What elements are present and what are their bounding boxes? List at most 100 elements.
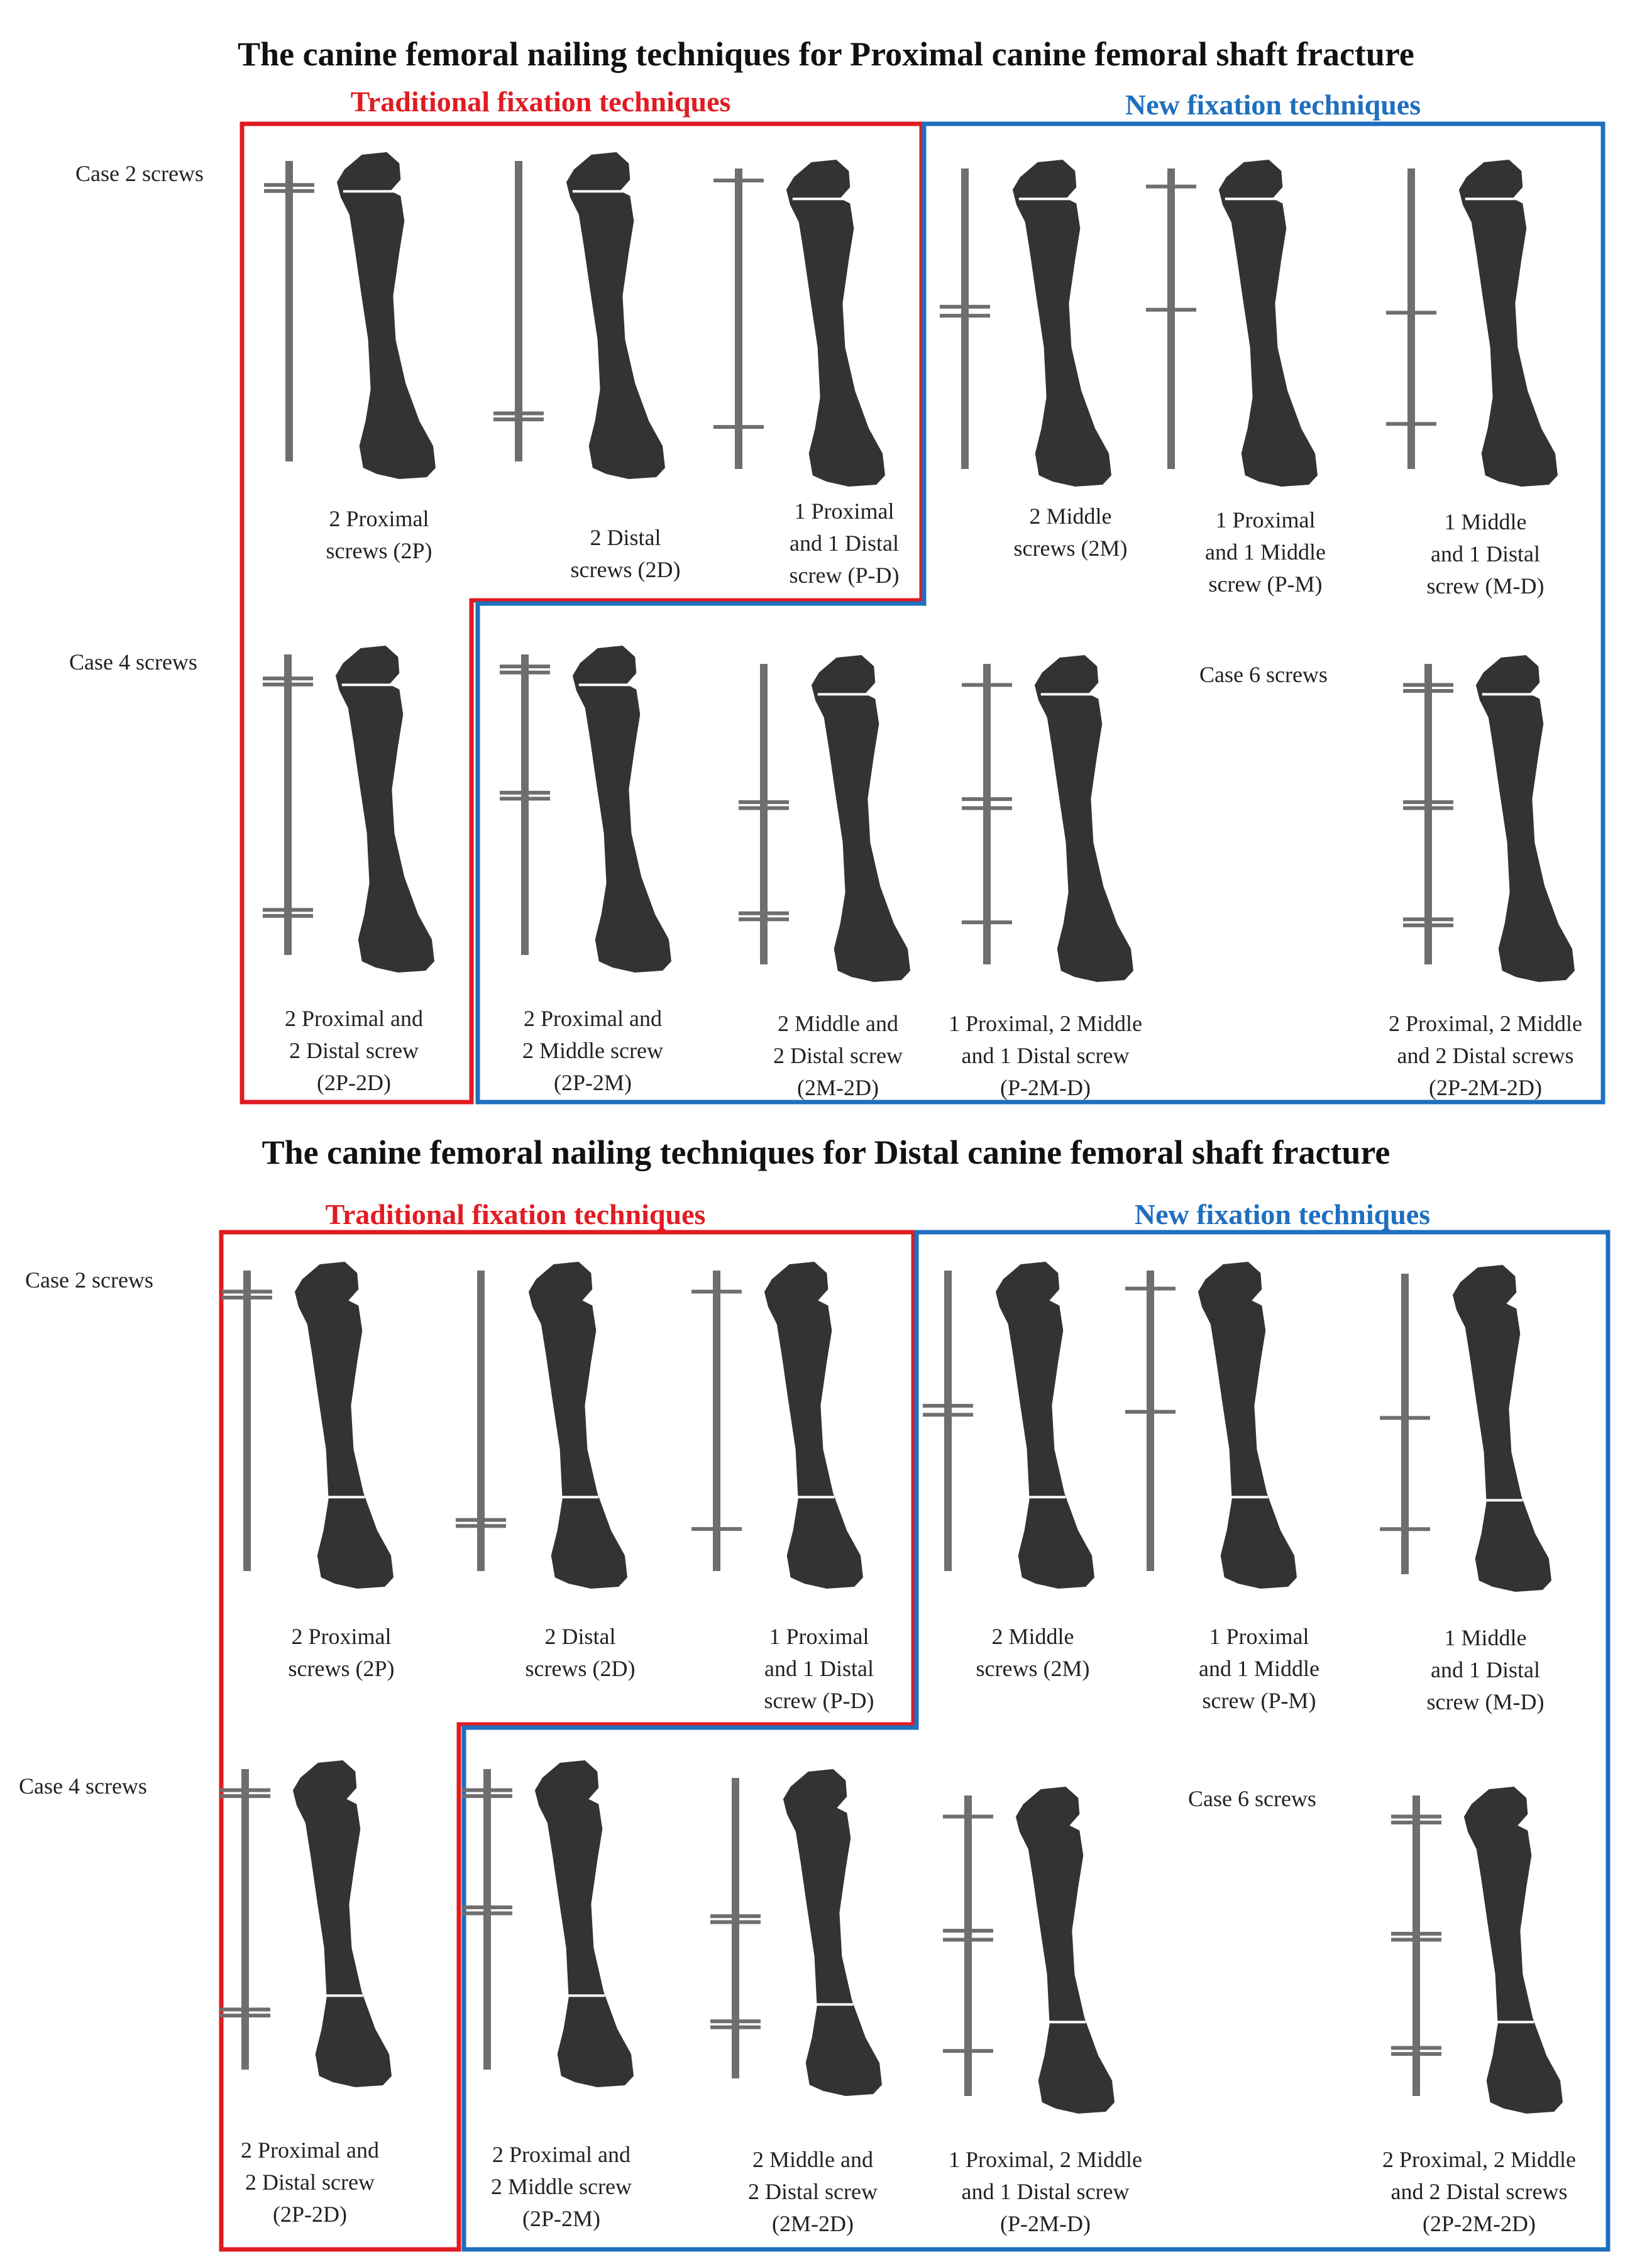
locking-screw	[710, 2025, 761, 2029]
config-caption: 1 Proximal, 2 Middle and 1 Distal screw …	[949, 1011, 1142, 1100]
locking-screw	[1391, 1931, 1441, 1936]
intramedullary-nail	[961, 168, 969, 469]
intramedullary-nail	[1147, 1271, 1154, 1571]
new-label: New fixation techniques	[1134, 1198, 1431, 1230]
locking-screw	[462, 1911, 512, 1916]
intramedullary-nail	[1407, 168, 1415, 469]
locking-screw	[739, 917, 789, 922]
locking-screw	[923, 1404, 973, 1408]
locking-screw	[713, 425, 764, 429]
locking-screw	[263, 676, 313, 681]
intramedullary-nail	[964, 1795, 972, 2096]
case-4-label: Case 4 screws	[69, 649, 197, 675]
locking-screw	[1386, 422, 1436, 426]
femur-bone	[1475, 655, 1575, 982]
femur-bone	[764, 1262, 863, 1589]
locking-screw	[222, 1289, 272, 1294]
femur-bone	[811, 655, 910, 982]
case-4-label: Case 4 screws	[19, 1773, 147, 1799]
config-caption: 1 Proximal, 2 Middle and 1 Distal screw …	[949, 2147, 1142, 2236]
config-caption: 2 Proximal and 2 Distal screw (2P-2D)	[285, 1006, 423, 1095]
config-caption: 2 Middle screws (2M)	[1013, 504, 1128, 561]
config-caption: 2 Proximal and 2 Middle screw (2P-2M)	[491, 2142, 632, 2231]
traditional-frame	[219, 1230, 916, 2252]
locking-screw	[1125, 1286, 1176, 1291]
femur-bone	[335, 646, 434, 973]
locking-screw	[1380, 1527, 1430, 1531]
locking-screw	[1391, 1938, 1441, 1942]
femur-bone	[1012, 160, 1111, 487]
config-caption: 1 Proximal and 1 Distal screw (P-D)	[764, 1624, 874, 1713]
case-6-label: Case 6 screws	[1188, 1786, 1316, 1811]
locking-screw	[691, 1289, 742, 1294]
intramedullary-nail	[713, 1271, 720, 1571]
femur-bone	[786, 160, 885, 487]
locking-screw	[500, 797, 550, 801]
intramedullary-nail	[477, 1271, 485, 1571]
section-title: The canine femoral nailing techniques fo…	[238, 35, 1414, 73]
traditional-label: Traditional fixation techniques	[350, 85, 731, 118]
new-frame	[475, 121, 1605, 1105]
locking-screw	[1391, 2046, 1441, 2050]
femur-bone	[528, 1262, 627, 1589]
locking-screw	[1391, 2052, 1441, 2056]
intramedullary-nail	[983, 664, 991, 964]
traditional-label: Traditional fixation techniques	[325, 1198, 706, 1230]
femur-bone	[336, 152, 436, 479]
femur-bone	[292, 1760, 392, 2087]
locking-screw	[1391, 1821, 1441, 1824]
locking-screw	[923, 1413, 973, 1417]
intramedullary-nail	[285, 161, 293, 461]
femur-bone	[783, 1769, 882, 2096]
config-caption: 2 Middle and 2 Distal screw (2M-2D)	[748, 2147, 878, 2236]
femur-bone	[1463, 1787, 1563, 2114]
femur-bone	[294, 1262, 394, 1589]
locking-screw	[1403, 689, 1453, 693]
locking-screw	[713, 179, 764, 183]
femur-bone	[1034, 655, 1133, 982]
locking-screw	[710, 1920, 761, 1924]
locking-screw	[500, 790, 550, 795]
locking-screw	[943, 2049, 993, 2053]
locking-screw	[1125, 1409, 1176, 1414]
locking-screw	[710, 1914, 761, 1918]
config-caption: 1 Middle and 1 Distal screw (M-D)	[1426, 509, 1545, 598]
locking-screw	[220, 2014, 270, 2017]
locking-screw	[962, 797, 1012, 802]
locking-screw	[500, 665, 550, 669]
intramedullary-nail	[1167, 168, 1175, 469]
locking-screw	[263, 908, 313, 912]
locking-screw	[1391, 1814, 1441, 1819]
intramedullary-nail	[483, 1769, 491, 2070]
intramedullary-nail	[1401, 1274, 1409, 1574]
config-caption: 1 Middle and 1 Distal screw (M-D)	[1426, 1625, 1545, 1714]
locking-screw	[962, 683, 1012, 687]
locking-screw	[1403, 683, 1453, 687]
intramedullary-nail	[284, 654, 292, 955]
locking-screw	[1403, 917, 1453, 922]
intramedullary-nail	[760, 664, 768, 964]
locking-screw	[264, 189, 314, 193]
locking-screw	[263, 682, 313, 687]
locking-screw	[1146, 184, 1196, 189]
locking-screw	[943, 1814, 993, 1819]
locking-screw	[264, 183, 314, 187]
intramedullary-nail	[735, 168, 742, 469]
femur-bone	[566, 152, 665, 479]
femur-bone	[1452, 1265, 1551, 1592]
locking-screw	[739, 800, 789, 804]
config-caption: 1 Proximal and 1 Middle screw (P-M)	[1205, 507, 1326, 597]
config-caption: 2 Proximal and 2 Middle screw (2P-2M)	[522, 1006, 663, 1095]
intramedullary-nail	[1412, 1795, 1420, 2096]
locking-screw	[500, 670, 550, 675]
config-caption: 2 Proximal, 2 Middle and 2 Distal screws…	[1382, 2147, 1576, 2236]
config-caption: 2 Middle screws (2M)	[976, 1624, 1090, 1681]
locking-screw	[1403, 806, 1453, 810]
locking-screw	[940, 304, 990, 309]
config-caption: 2 Middle and 2 Distal screw (2M-2D)	[773, 1011, 903, 1100]
intramedullary-nail	[243, 1271, 251, 1571]
locking-screw	[1146, 307, 1196, 312]
locking-screw	[739, 806, 789, 810]
traditional-frame	[240, 121, 924, 1105]
